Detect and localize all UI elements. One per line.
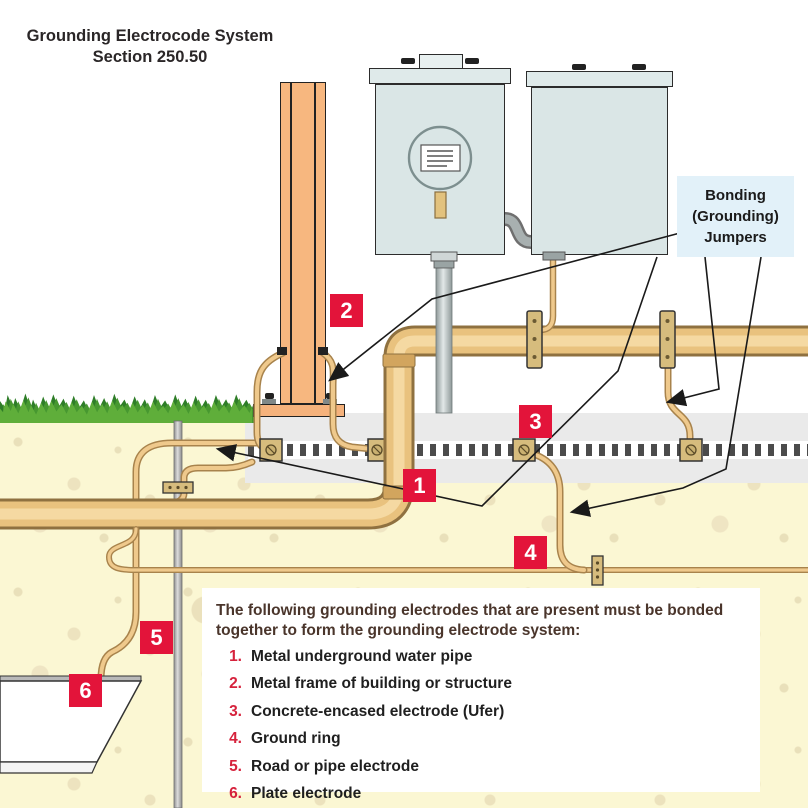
cabinet-link-conduit [503,212,533,249]
legend-item-3: 3. Concrete-encased electrode (Ufer) [216,701,746,723]
ground-ring-clamp [591,555,604,586]
legend-box: The following grounding electrodes that … [202,588,760,802]
column-flange-line [314,83,316,403]
pointer-to-pipe-jumper [665,256,720,407]
plate-electrode [0,675,143,774]
legend-item-label: Concrete-encased electrode (Ufer) [251,702,505,720]
rebar-clamp [512,438,536,462]
badge-1-water-pipe: 1 [403,469,436,502]
legend-item-label: Metal frame of building or structure [251,675,512,693]
page-title: Grounding Electrocode System Section 250… [20,26,280,67]
callout-text: Bonding (Grounding) Jumpers [692,187,779,246]
cabinet-bolt [465,58,479,64]
water-pipe-clamp [659,310,676,369]
legend-item-6: 6. Plate electrode [216,783,746,805]
legend-heading-line-2: together to form the grounding electrode… [216,621,581,639]
panel-cabinet [531,87,668,255]
water-pipe-clamp [526,310,543,369]
title-line-1: Grounding Electrocode System [26,27,274,45]
legend-item-label: Metal underground water pipe [251,647,473,665]
meter-cabinet-lid [369,68,511,84]
panel-bottom-connector [542,251,566,261]
legend-item-label: Ground ring [251,730,341,748]
rod-clamp [162,481,194,494]
meter-dial [407,125,473,219]
anchor-bolt [262,399,276,404]
pointer-to-ring-jumper [569,256,762,517]
jumper-lug [277,347,287,355]
rebar-clamp [679,438,703,462]
legend-item-4: 4. Ground ring [216,728,746,750]
legend-item-number: 6. [229,785,242,802]
pointer-to-column-jumper [328,232,681,382]
badge-2-metal-frame: 2 [330,294,363,327]
legend-item-2: 2. Metal frame of building or structure [216,673,746,695]
ground-ring [105,526,808,573]
legend-item-number: 3. [229,702,242,720]
legend-item-label: Plate electrode [251,785,362,802]
pipe-to-ufer-jumper [664,362,694,449]
legend-heading-line-1: The following grounding electrodes that … [216,602,724,619]
ufer-to-ring-jumper [526,449,588,574]
pointer-to-rod-jumper [215,256,658,507]
rod-electrode [173,420,183,808]
legend-item-label: Road or pipe electrode [251,757,419,775]
column-bonding-jumper-right [319,349,376,453]
badge-4-ground-ring: 4 [514,536,547,569]
cabinet-bolt [572,64,586,70]
badge-6-plate-electrode: 6 [69,674,102,707]
bonding-jumpers-callout: Bonding (Grounding) Jumpers [677,176,794,257]
title-line-2: Section 250.50 [92,47,208,66]
anchor-bolt [265,393,274,399]
legend-item-number: 1. [229,647,242,665]
panel-cabinet-lid [526,71,673,87]
cabinet-bolt [632,64,646,70]
cabinet-bolt [401,58,415,64]
legend-item-number: 5. [229,757,242,775]
column-bonding-jumper-left [253,349,287,453]
meter-lever [434,191,447,219]
legend-item-5: 5. Road or pipe electrode [216,756,746,778]
badge-3-ufer: 3 [519,405,552,438]
grounding-conductor-left [97,439,272,683]
badge-5-rod-electrode: 5 [140,621,173,654]
legend-item-1: 1. Metal underground water pipe [216,646,746,668]
jumper-lug [318,347,328,355]
legend-heading: The following grounding electrodes that … [216,601,746,641]
legend-item-number: 4. [229,730,242,748]
pipe-coupling [382,353,416,368]
metal-water-pipe [0,325,808,530]
column-flange-line [290,83,292,403]
rebar-clamp [259,438,283,462]
legend-item-number: 2. [229,675,242,693]
